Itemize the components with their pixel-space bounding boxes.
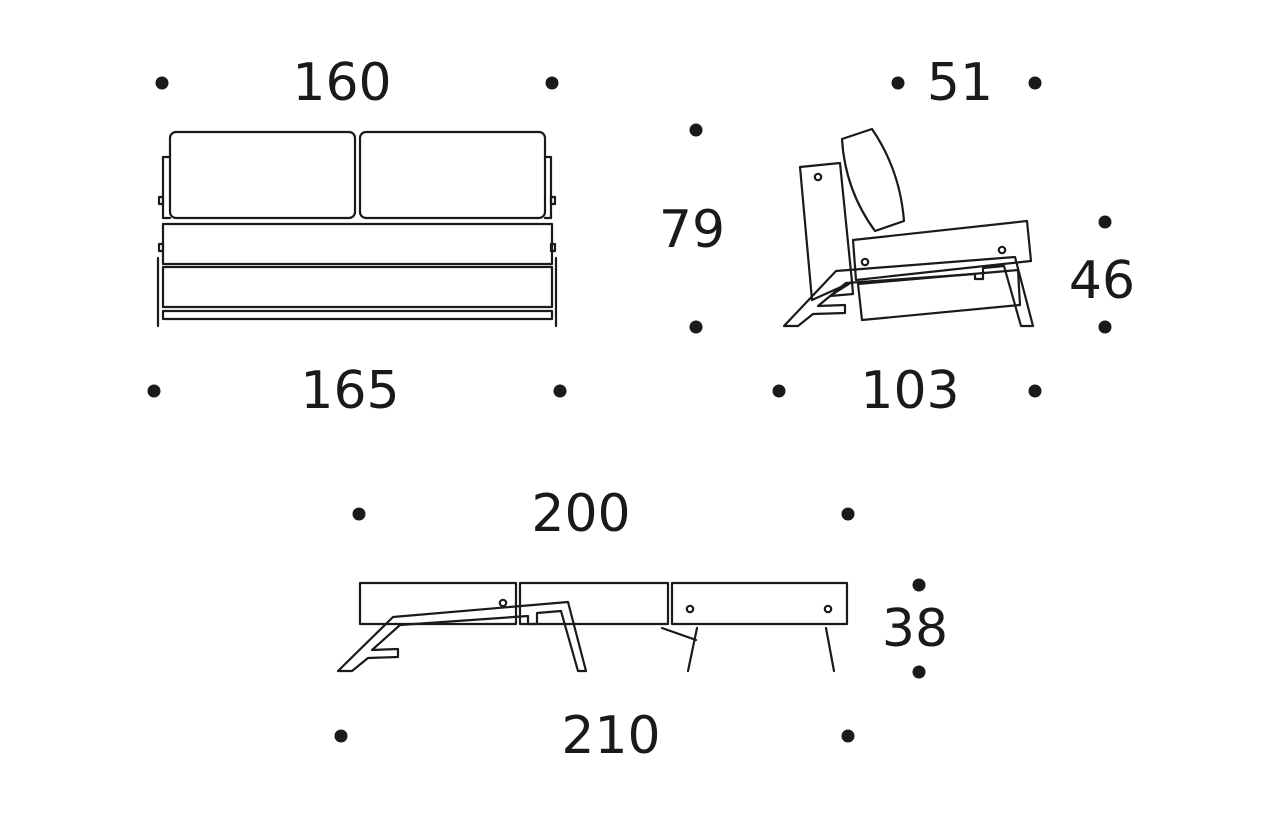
dim-dot-bed-bottom-left [334, 729, 348, 743]
sofa-front-drawing [156, 130, 558, 328]
dim-dot-seat-top [1098, 215, 1112, 229]
leg-frame-side [782, 255, 1035, 328]
seat-base [161, 265, 554, 309]
bed-bolt-1 [498, 598, 508, 608]
dim-dot-height-top [689, 123, 703, 137]
dim-label-bed-length-bottom: 210 [561, 706, 660, 766]
sofa-side-drawing [782, 127, 1035, 328]
dim-dot-front-bottom-left [147, 384, 161, 398]
backrest-panel [798, 161, 854, 302]
dim-dot-bed-top-right [841, 507, 855, 521]
bed-bolt-3 [823, 604, 833, 614]
dim-dot-side-top-right [1028, 76, 1042, 90]
hinge-left-top [157, 195, 165, 206]
height-dimension: 79 [659, 123, 725, 334]
bed-view: 200 38 210 [334, 484, 948, 766]
dim-label-side-depth-bottom: 103 [860, 361, 959, 421]
dim-dot-height-bottom [689, 320, 703, 334]
side-view: 51 46 103 [772, 53, 1135, 421]
dim-dot-bed-height-top [912, 578, 926, 592]
dim-dot-bed-top-left [352, 507, 366, 521]
dim-dot-seat-bottom [1098, 320, 1112, 334]
dim-label-seat-height: 46 [1069, 251, 1135, 311]
dim-label-bed-length-top: 200 [531, 484, 630, 544]
dim-label-front-width-bottom: 165 [300, 361, 399, 421]
dim-dot-front-top-right [545, 76, 559, 90]
dim-label-height-total: 79 [659, 200, 725, 260]
backrest-bolt [813, 172, 823, 182]
bottom-rail [161, 309, 554, 321]
dim-dot-side-bottom-left [772, 384, 786, 398]
bed-leg-right [824, 626, 836, 673]
bed-segment-1 [358, 581, 518, 626]
frame-side-right [543, 155, 553, 220]
bed-strut [660, 626, 698, 642]
back-cushion-right [358, 130, 547, 220]
bed-drawing [336, 581, 849, 673]
leg-frame-inner [828, 280, 855, 298]
seat-cushion [161, 222, 554, 266]
dim-label-side-depth-top: 51 [927, 53, 993, 113]
bed-segment-3 [670, 581, 849, 626]
dim-label-bed-height: 38 [882, 599, 948, 659]
dim-dot-bed-height-bottom [912, 665, 926, 679]
dim-label-front-width-top: 160 [292, 53, 391, 113]
bed-bolt-2 [685, 604, 695, 614]
bed-leg-frame [336, 600, 588, 673]
back-cushion-side [840, 127, 906, 233]
dim-dot-front-bottom-right [553, 384, 567, 398]
back-cushion-left [168, 130, 357, 220]
dim-dot-side-top-left [891, 76, 905, 90]
dim-dot-bed-bottom-right [841, 729, 855, 743]
seat-side [851, 219, 1033, 282]
frame-side-left [161, 155, 172, 220]
front-view: 160 165 [147, 53, 567, 421]
hinge-right-top [549, 195, 557, 206]
dim-dot-front-top-left [155, 76, 169, 90]
dim-dot-side-bottom-right [1028, 384, 1042, 398]
bed-segment-2 [518, 581, 670, 626]
seat-bolt-front [860, 257, 870, 267]
bed-leg-middle [686, 626, 699, 673]
seat-bolt-back [997, 245, 1007, 255]
